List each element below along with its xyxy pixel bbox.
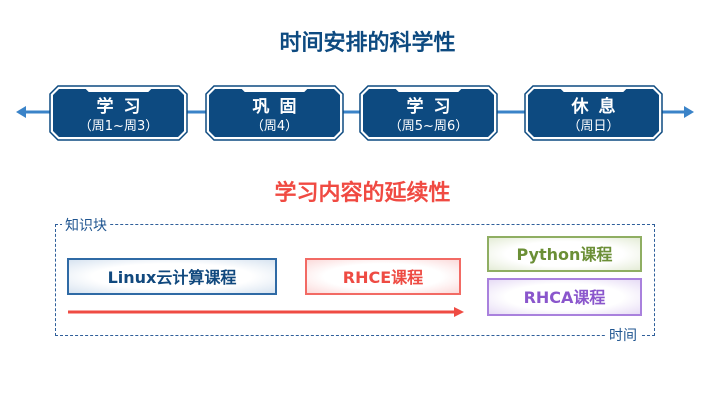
course-rhca: RHCA课程 [487, 278, 642, 316]
arrow-right-icon [684, 106, 694, 118]
stage-label: 学习 [96, 97, 151, 117]
course-python: Python课程 [487, 236, 642, 272]
stage-period: （周日） [567, 119, 620, 134]
stage-fill-1 [209, 89, 340, 137]
stage-box-rest: 休息 （周日） [525, 86, 662, 140]
progress-arrow [68, 307, 464, 317]
stage-period: （周1~周3） [78, 119, 159, 134]
stage-box-study-1: 学习 （周1~周3） [50, 86, 187, 140]
frame-label: 知识块 [62, 215, 110, 235]
knowledge-frame [55, 224, 655, 336]
schedule-title: 时间安排的科学性 [279, 31, 456, 56]
stage-box-consolidate: 巩固 （周4） [206, 86, 343, 140]
course-linux: Linux云计算课程 [67, 258, 277, 295]
stage-fill-3 [528, 89, 659, 137]
course-rhce: RHCE课程 [305, 258, 461, 295]
stage-label: 学习 [406, 97, 461, 117]
stage-fill-2 [363, 89, 494, 137]
timeline-diagram [16, 85, 694, 141]
stage-label: 巩固 [252, 97, 307, 117]
continuity-title: 学习内容的延续性 [274, 181, 451, 206]
time-axis-label: 时间 [606, 325, 640, 345]
stage-label: 休息 [571, 97, 626, 117]
arrow-left-icon [16, 106, 26, 118]
arrow-right-icon [454, 307, 464, 317]
stage-period: （周5~周6） [388, 119, 469, 134]
stage-period: （周4） [250, 119, 299, 134]
stage-fill-0 [53, 89, 184, 137]
stage-box-study-2: 学习 （周5~周6） [360, 86, 497, 140]
